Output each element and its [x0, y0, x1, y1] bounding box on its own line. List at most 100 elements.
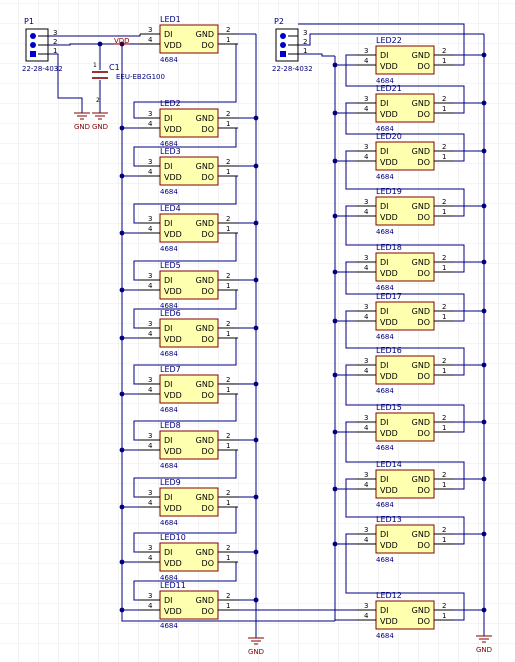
connector-pin-square	[280, 51, 286, 57]
pin-number: 4	[148, 120, 153, 128]
pin-number: 3	[364, 47, 368, 55]
pin-name: DI	[164, 276, 173, 285]
pin-number: 1	[442, 105, 446, 113]
pin-number: 4	[364, 105, 369, 113]
pin-name: DI	[164, 219, 173, 228]
pin-name: VDD	[164, 173, 182, 182]
led-designator: LED21	[376, 84, 402, 93]
pin-name: VDD	[380, 110, 398, 119]
data-wire	[345, 54, 465, 114]
pin-number: 4	[364, 264, 369, 272]
pin-name: GND	[196, 162, 214, 171]
pin-name: VDD	[380, 158, 398, 167]
led-designator: LED10	[160, 533, 186, 542]
pin-number: 2	[442, 254, 446, 262]
led-part-number: 4684	[160, 188, 178, 196]
led-designator: LED12	[376, 591, 402, 600]
pin-number: 3	[148, 432, 152, 440]
pin-name: DI	[380, 307, 389, 316]
led-body	[375, 412, 435, 442]
pin-number: 1	[442, 536, 446, 544]
pin-number: 4	[364, 208, 369, 216]
pin-name: GND	[412, 258, 430, 267]
led-designator: LED8	[160, 421, 181, 430]
pin-number: 1	[226, 499, 230, 507]
pin-number: 1	[226, 442, 230, 450]
led-part-number: 4684	[376, 501, 394, 509]
pin-number: 3	[148, 215, 152, 223]
pin-number: 2	[96, 97, 100, 104]
pin-number: 4	[364, 536, 369, 544]
pin-number: 3	[148, 272, 152, 280]
data-wire	[345, 478, 465, 545]
pin-name: GND	[412, 530, 430, 539]
pin-number: 1	[442, 208, 446, 216]
pin-number: 3	[148, 376, 152, 384]
led-designator: LED5	[160, 261, 181, 270]
pin-name: DO	[418, 110, 430, 119]
led-part-number: 4684	[376, 556, 394, 564]
pin-name: DI	[380, 99, 389, 108]
pin-number: 1	[226, 225, 230, 233]
led-part-number: 4684	[160, 406, 178, 414]
pin-name: DO	[202, 391, 214, 400]
led-body	[159, 213, 219, 243]
pin-number: 4	[148, 225, 153, 233]
pin-number: 1	[442, 367, 446, 375]
pin-number: 2	[442, 357, 446, 365]
connector-part-number: 22-28-4032	[272, 65, 313, 73]
gnd-label: GND	[248, 648, 264, 656]
pin-name: DI	[164, 493, 173, 502]
pin-name: DI	[164, 380, 173, 389]
pin-name: VDD	[380, 213, 398, 222]
pin-number: 3	[364, 143, 368, 151]
pin-name: DI	[164, 548, 173, 557]
pin-number: 2	[303, 38, 307, 46]
pin-name: GND	[196, 324, 214, 333]
pin-name: DI	[164, 324, 173, 333]
led-body	[159, 542, 219, 572]
pin-number: 3	[303, 29, 307, 37]
led-part-number: 4684	[160, 140, 178, 148]
pin-name: GND	[196, 493, 214, 502]
vdd-cross-wire	[121, 610, 335, 622]
pin-number: 3	[148, 489, 152, 497]
data-wire	[345, 150, 465, 217]
connector-part-number: 22-28-4032	[22, 65, 63, 73]
data-out-wire	[298, 23, 465, 66]
pin-number: 2	[226, 110, 230, 118]
pin-name: DO	[202, 230, 214, 239]
connector-pin-round	[280, 33, 286, 39]
led-part-number: 4684	[160, 622, 178, 630]
pin-name: VDD	[164, 504, 182, 513]
pin-number: 1	[226, 168, 230, 176]
pin-name: GND	[196, 548, 214, 557]
pin-number: 4	[148, 36, 153, 44]
wires-layer	[48, 23, 487, 638]
pin-name: GND	[412, 202, 430, 211]
pin-number: 1	[53, 47, 57, 55]
led-designator: LED15	[376, 403, 402, 412]
led-designator: LED18	[376, 243, 402, 252]
pin-number: 3	[364, 414, 368, 422]
led-body	[159, 487, 219, 517]
led-designator: LED17	[376, 292, 402, 301]
pin-name: DI	[380, 475, 389, 484]
led-part-number: 4684	[376, 77, 394, 85]
junction-dot	[97, 41, 103, 47]
led-designator: LED3	[160, 147, 181, 156]
pin-name: DI	[164, 114, 173, 123]
vdd-label: VDD	[114, 37, 130, 45]
